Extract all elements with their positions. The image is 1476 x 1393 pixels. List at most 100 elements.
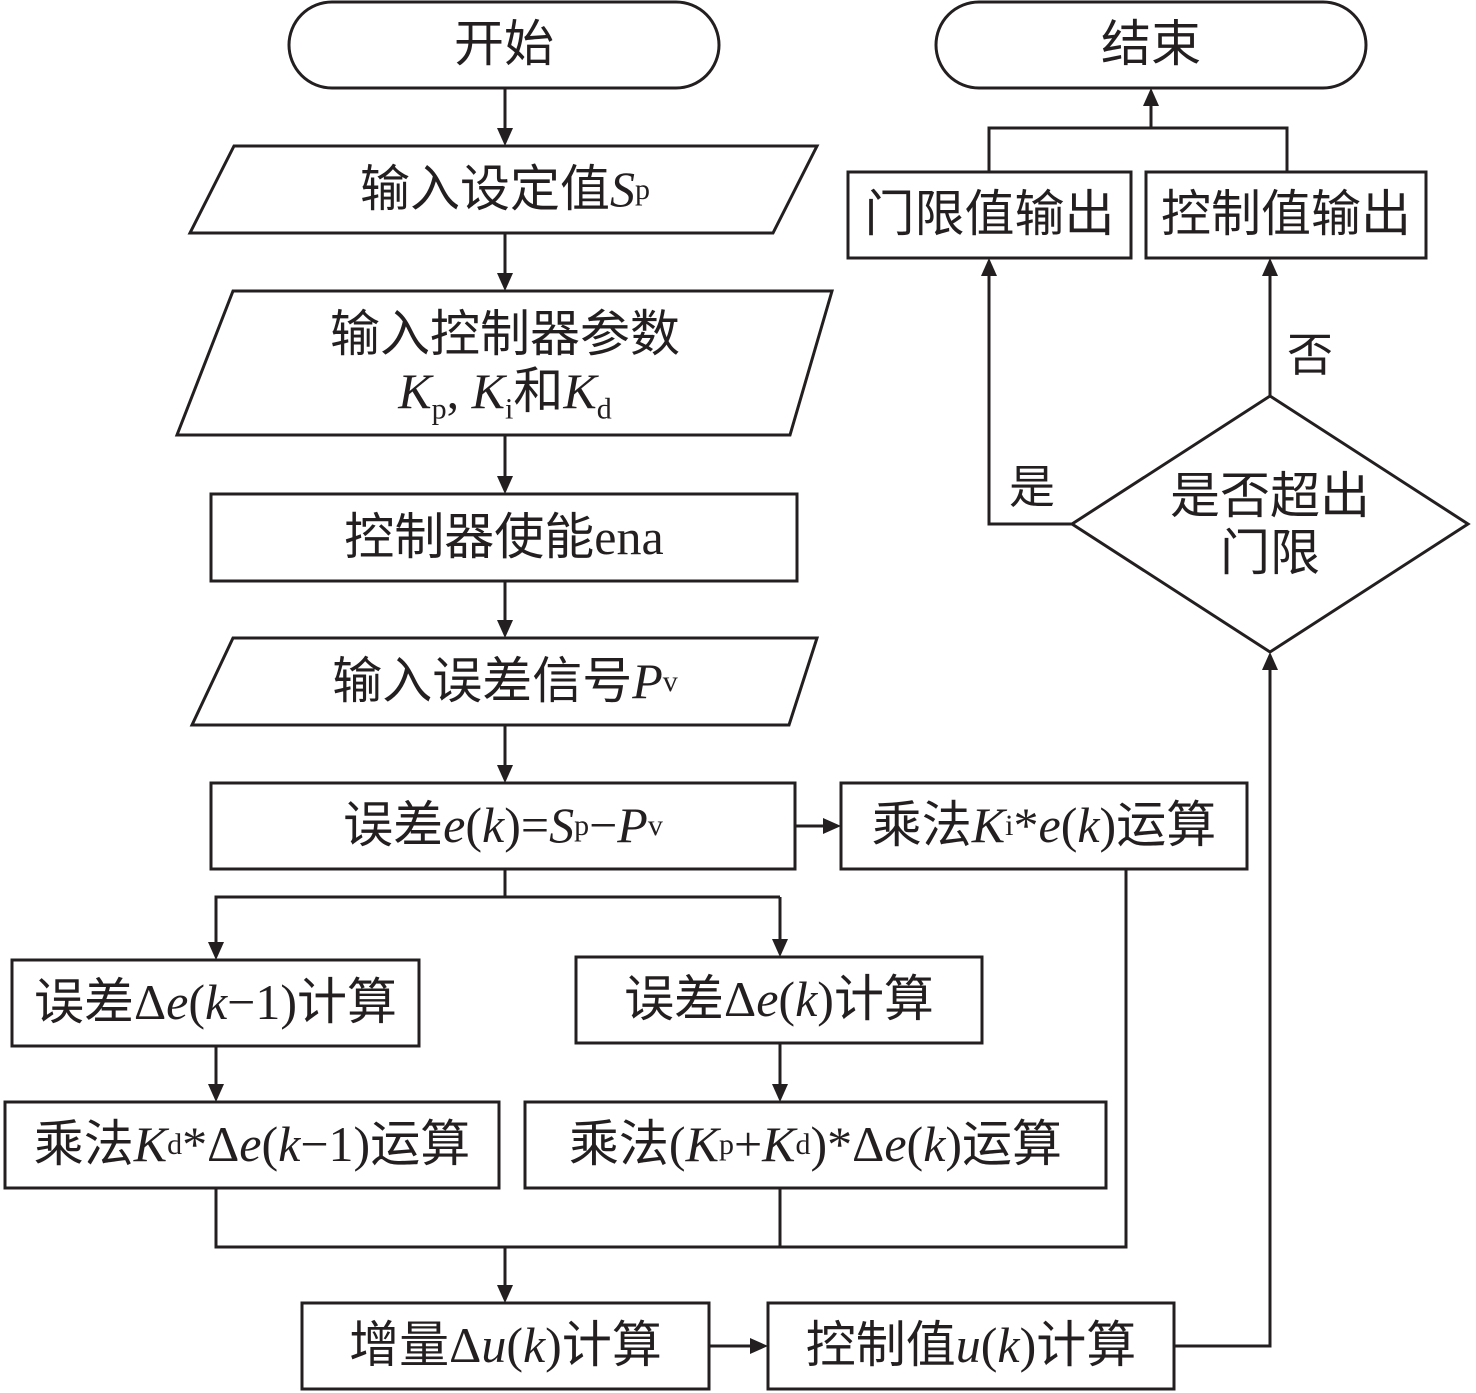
paren: ) (504, 797, 521, 854)
arrowhead (823, 818, 841, 834)
arrowhead (981, 258, 997, 276)
mkpkd-suffix: 运算 (962, 1116, 1063, 1173)
delta-e-km1-box (10, 958, 421, 1048)
mkpkd-star: )*Δ (810, 1116, 885, 1173)
paren: ) (945, 1116, 963, 1173)
ec-minus: − (589, 797, 618, 854)
mkpkd-e: e (884, 1116, 907, 1173)
end-label: 结束 (936, 2, 1366, 88)
mki-suffix: 运算 (1116, 797, 1217, 854)
cv-prefix: 控制值 (805, 1317, 956, 1374)
dekm1-prefix: 误差Δ (33, 974, 167, 1031)
paren: ) (1019, 1317, 1037, 1374)
paren: ( (1060, 797, 1078, 854)
ec-p: P (617, 797, 648, 854)
edge-merge (214, 869, 1128, 1249)
mkd-star: *Δ (182, 1116, 240, 1173)
control-out-text: 控制值输出 (1161, 186, 1411, 243)
du-prefix: 增量Δ (349, 1317, 482, 1374)
kd-sub: d (596, 392, 612, 426)
paren: ( (778, 971, 796, 1028)
mki-prefix: 乘法 (871, 797, 972, 854)
mkpkd-plus: + (733, 1116, 763, 1173)
yes-text: 是 (1009, 461, 1055, 513)
arrowhead (497, 476, 513, 494)
yes-edge-label: 是 (1000, 460, 1064, 516)
arrowhead (750, 1338, 768, 1354)
cv-u: u (955, 1317, 981, 1374)
end-text: 结束 (1101, 16, 1201, 73)
setpoint-var: S (610, 160, 635, 217)
paren: ) (1099, 797, 1117, 854)
ki-sub: i (505, 392, 514, 426)
mkd-tail: −1) (300, 1116, 371, 1173)
mkpkd-kp: K (685, 1116, 719, 1173)
arrowhead (497, 273, 513, 291)
no-edge-label: 否 (1278, 328, 1342, 384)
arrowhead (497, 620, 513, 638)
dekm1-e: e (166, 974, 189, 1031)
and-text: 和 (513, 363, 564, 419)
pv-var: P (632, 652, 663, 709)
threshold-out-box (846, 170, 1133, 260)
mult-ki-box (839, 781, 1249, 871)
arrowhead (772, 939, 788, 957)
arrowhead (772, 1084, 788, 1102)
mkpkd-kk: k (923, 1116, 946, 1173)
delta-u-box (300, 1301, 711, 1391)
arrowhead (1262, 258, 1278, 276)
input-params-parallelogram (174, 289, 834, 437)
mkd-k: K (133, 1116, 168, 1173)
delta-e-k-box (574, 955, 984, 1045)
enable-label: 控制器使能ena (211, 494, 797, 581)
enable-text: 控制器使能ena (344, 508, 664, 565)
decision-label: 是否超出 门限 (1120, 450, 1420, 600)
threshold-out-label: 门限值输出 (848, 172, 1131, 258)
paren: ( (465, 797, 483, 854)
input-error-text: 输入误差信号 (332, 652, 633, 709)
dek-suffix: 计算 (833, 971, 934, 1028)
paren: ( (261, 1116, 279, 1173)
arrowhead (497, 1285, 513, 1303)
ec-prefix: 误差 (343, 797, 444, 854)
arrowhead (208, 942, 224, 960)
arrowhead (497, 128, 513, 146)
kd-var: K (563, 363, 597, 419)
kp-var: K (398, 363, 432, 419)
arrowhead (1143, 88, 1159, 106)
paren: ( (506, 1317, 523, 1374)
input-params-label: 输入控制器参数 Kp, Ki和Kd (190, 291, 820, 435)
edge-branch-left (214, 895, 780, 944)
mult-kd-box (3, 1100, 501, 1190)
mki-kk: k (1077, 797, 1100, 854)
params-line1: 输入控制器参数 (330, 305, 680, 362)
mkpkd-prefix: 乘法( (568, 1116, 686, 1173)
edge-outputs-end (987, 126, 1289, 172)
kp-sub: p (431, 392, 447, 426)
mkd-suffix: 运算 (370, 1116, 471, 1173)
input-setpoint-parallelogram (187, 144, 820, 235)
start-label: 开始 (289, 2, 719, 88)
ec-s: S (549, 797, 575, 854)
du-suffix: 计算 (561, 1317, 662, 1374)
enable-box (209, 492, 799, 583)
dek-k: k (795, 971, 818, 1028)
mki-star: * (1013, 797, 1039, 854)
params-line2: Kp, Ki和Kd (398, 363, 611, 424)
start-text: 开始 (454, 16, 554, 73)
ec-k: k (482, 797, 505, 854)
mkd-e: e (239, 1116, 262, 1173)
decision-line2: 门限 (1220, 525, 1320, 581)
dek-prefix: 误差Δ (624, 971, 757, 1028)
connectors (208, 88, 1289, 1354)
paren: ) (817, 971, 834, 1028)
ki-var: K (471, 363, 505, 419)
